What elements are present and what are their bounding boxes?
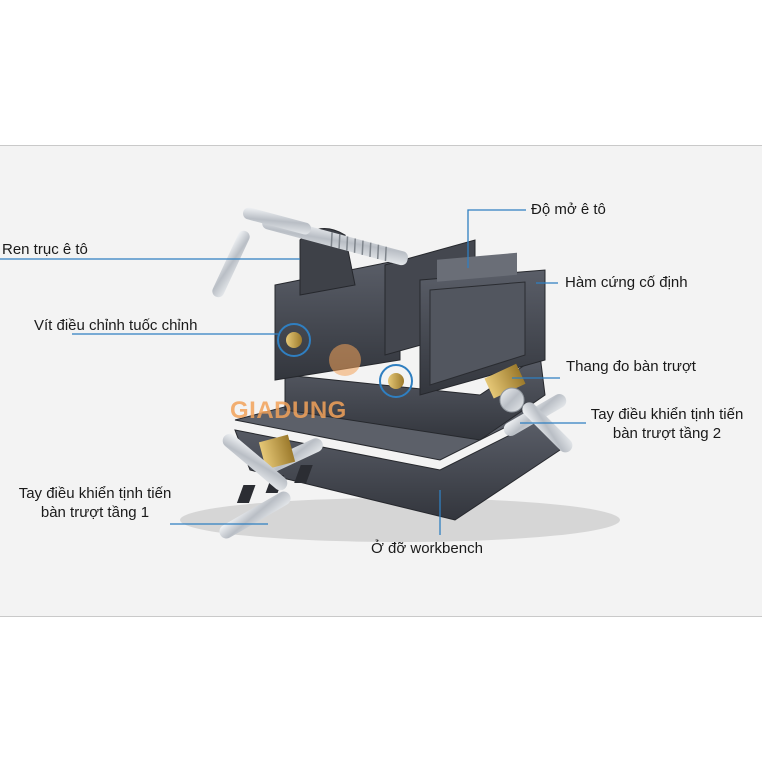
vise-slide-tier-2 xyxy=(284,354,546,441)
slide-scale xyxy=(484,363,526,399)
label-vit-dieu-chinh: Vít điều chỉnh tuốc chỉnh xyxy=(34,317,198,334)
leader-do-mo xyxy=(467,209,526,268)
watermark: GIADUNG xyxy=(230,397,347,424)
label-o-do-workbench: Ở đỡ workbench xyxy=(371,540,483,557)
fixed-jaw-face xyxy=(429,281,526,386)
handle-tier-1 xyxy=(219,433,323,539)
label-ren-truc-e-to: Ren trục ê tô xyxy=(2,241,88,258)
leader-lines xyxy=(0,209,586,535)
jaw-plate xyxy=(437,252,517,282)
label-thang-do-ban-truot: Thang đo bàn trượt xyxy=(566,358,696,375)
label-ham-cung-co-dinh: Hàm cứng cố định xyxy=(565,274,688,291)
label-tay-2-line-1: Tay điều khiển tịnh tiến xyxy=(590,406,744,423)
scale-tier-1 xyxy=(258,434,296,470)
label-tay-dieu-khien-tang-2: Tay điều khiển tịnh tiến bàn trượt tầng … xyxy=(574,405,760,443)
label-tay-dieu-khien-tang-1: Tay điều khiển tịnh tiến bàn trượt tầng … xyxy=(0,484,190,522)
adjusting-screw-1 xyxy=(277,323,311,357)
handle-tier-2 xyxy=(499,387,573,453)
vise-shadow xyxy=(180,498,620,542)
watermark-logo xyxy=(329,344,361,376)
label-tay-1-line-2: bàn trượt tầng 1 xyxy=(40,504,150,521)
adjusting-screw-2 xyxy=(379,364,413,398)
label-do-mo-e-to: Độ mở ê tô xyxy=(531,201,606,218)
label-tay-1-line-1: Tay điều khiển tịnh tiến xyxy=(18,485,172,502)
vise-base xyxy=(234,419,561,521)
top-crank-handle xyxy=(212,207,312,298)
label-tay-2-line-2: bàn trượt tầng 2 xyxy=(612,425,722,442)
